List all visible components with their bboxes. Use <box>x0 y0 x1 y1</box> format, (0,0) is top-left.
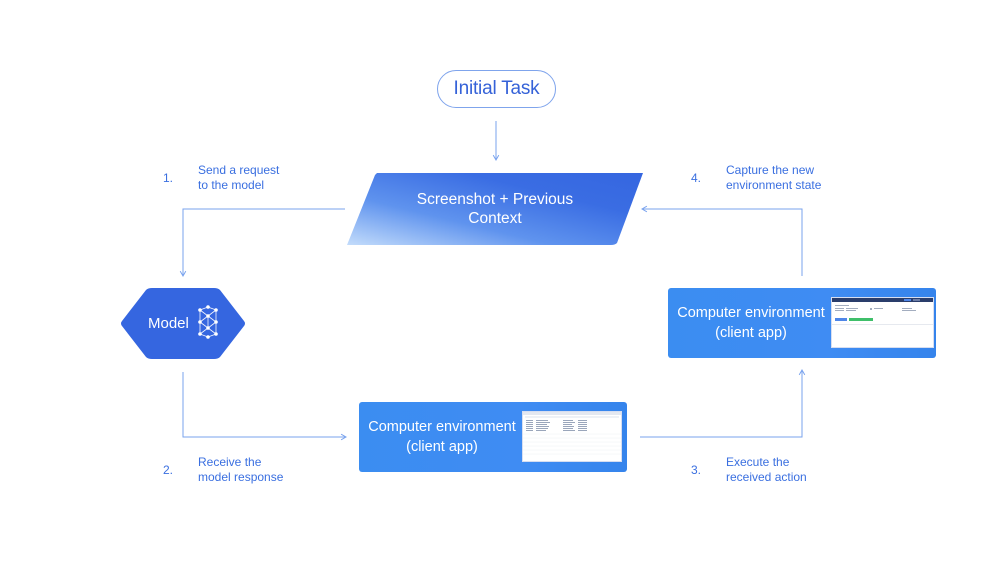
model-label: Model <box>148 315 189 332</box>
env-node-bottom: Computer environment (client app) <box>359 402 627 472</box>
context-node: Screenshot + Previous Context <box>347 173 643 245</box>
step-2-label: Receive the model response <box>198 455 283 485</box>
context-line-1: Screenshot + Previous <box>416 191 574 208</box>
initial-task-node: Initial Task <box>437 70 556 108</box>
step-1-line-1: Send a request <box>198 163 280 177</box>
step-1-label: Send a request to the model <box>198 163 279 193</box>
step-1-number: 1. <box>163 171 174 185</box>
env-bottom-line-2: (client app) <box>406 439 478 455</box>
context-line-2: Context <box>468 210 522 227</box>
arrow-env-to-context <box>641 205 803 276</box>
step-4-line-2: environment state <box>726 178 822 192</box>
neural-network-icon <box>198 305 218 339</box>
step-4-label: Capture the new environment state <box>726 163 821 193</box>
step-3-label: Execute the received action <box>726 455 807 485</box>
step-2-line-2: model response <box>198 470 284 484</box>
arrow-env-to-env <box>640 369 806 438</box>
env-node-right: Computer environment (client app) <box>668 288 936 358</box>
model-node: Model <box>120 288 246 359</box>
step-3-line-1: Execute the <box>726 455 790 469</box>
web-app-screenshot-thumbnail <box>831 297 934 348</box>
step-2-number: 2. <box>163 463 174 477</box>
step-3-line-2: received action <box>726 470 807 484</box>
step-4-line-1: Capture the new <box>726 163 815 177</box>
env-right-line-1: Computer environment <box>677 305 825 321</box>
step-2-line-1: Receive the <box>198 455 262 469</box>
step-3-number: 3. <box>691 463 702 477</box>
arrow-context-to-model <box>179 208 345 277</box>
context-shape <box>347 173 643 245</box>
env-bottom-line-1: Computer environment <box>368 419 516 435</box>
step-4-number: 4. <box>691 171 702 185</box>
arrow-model-to-env <box>182 372 347 441</box>
step-1-line-2: to the model <box>198 178 265 192</box>
spreadsheet-screenshot-thumbnail <box>522 411 622 462</box>
env-right-line-2: (client app) <box>715 325 787 341</box>
